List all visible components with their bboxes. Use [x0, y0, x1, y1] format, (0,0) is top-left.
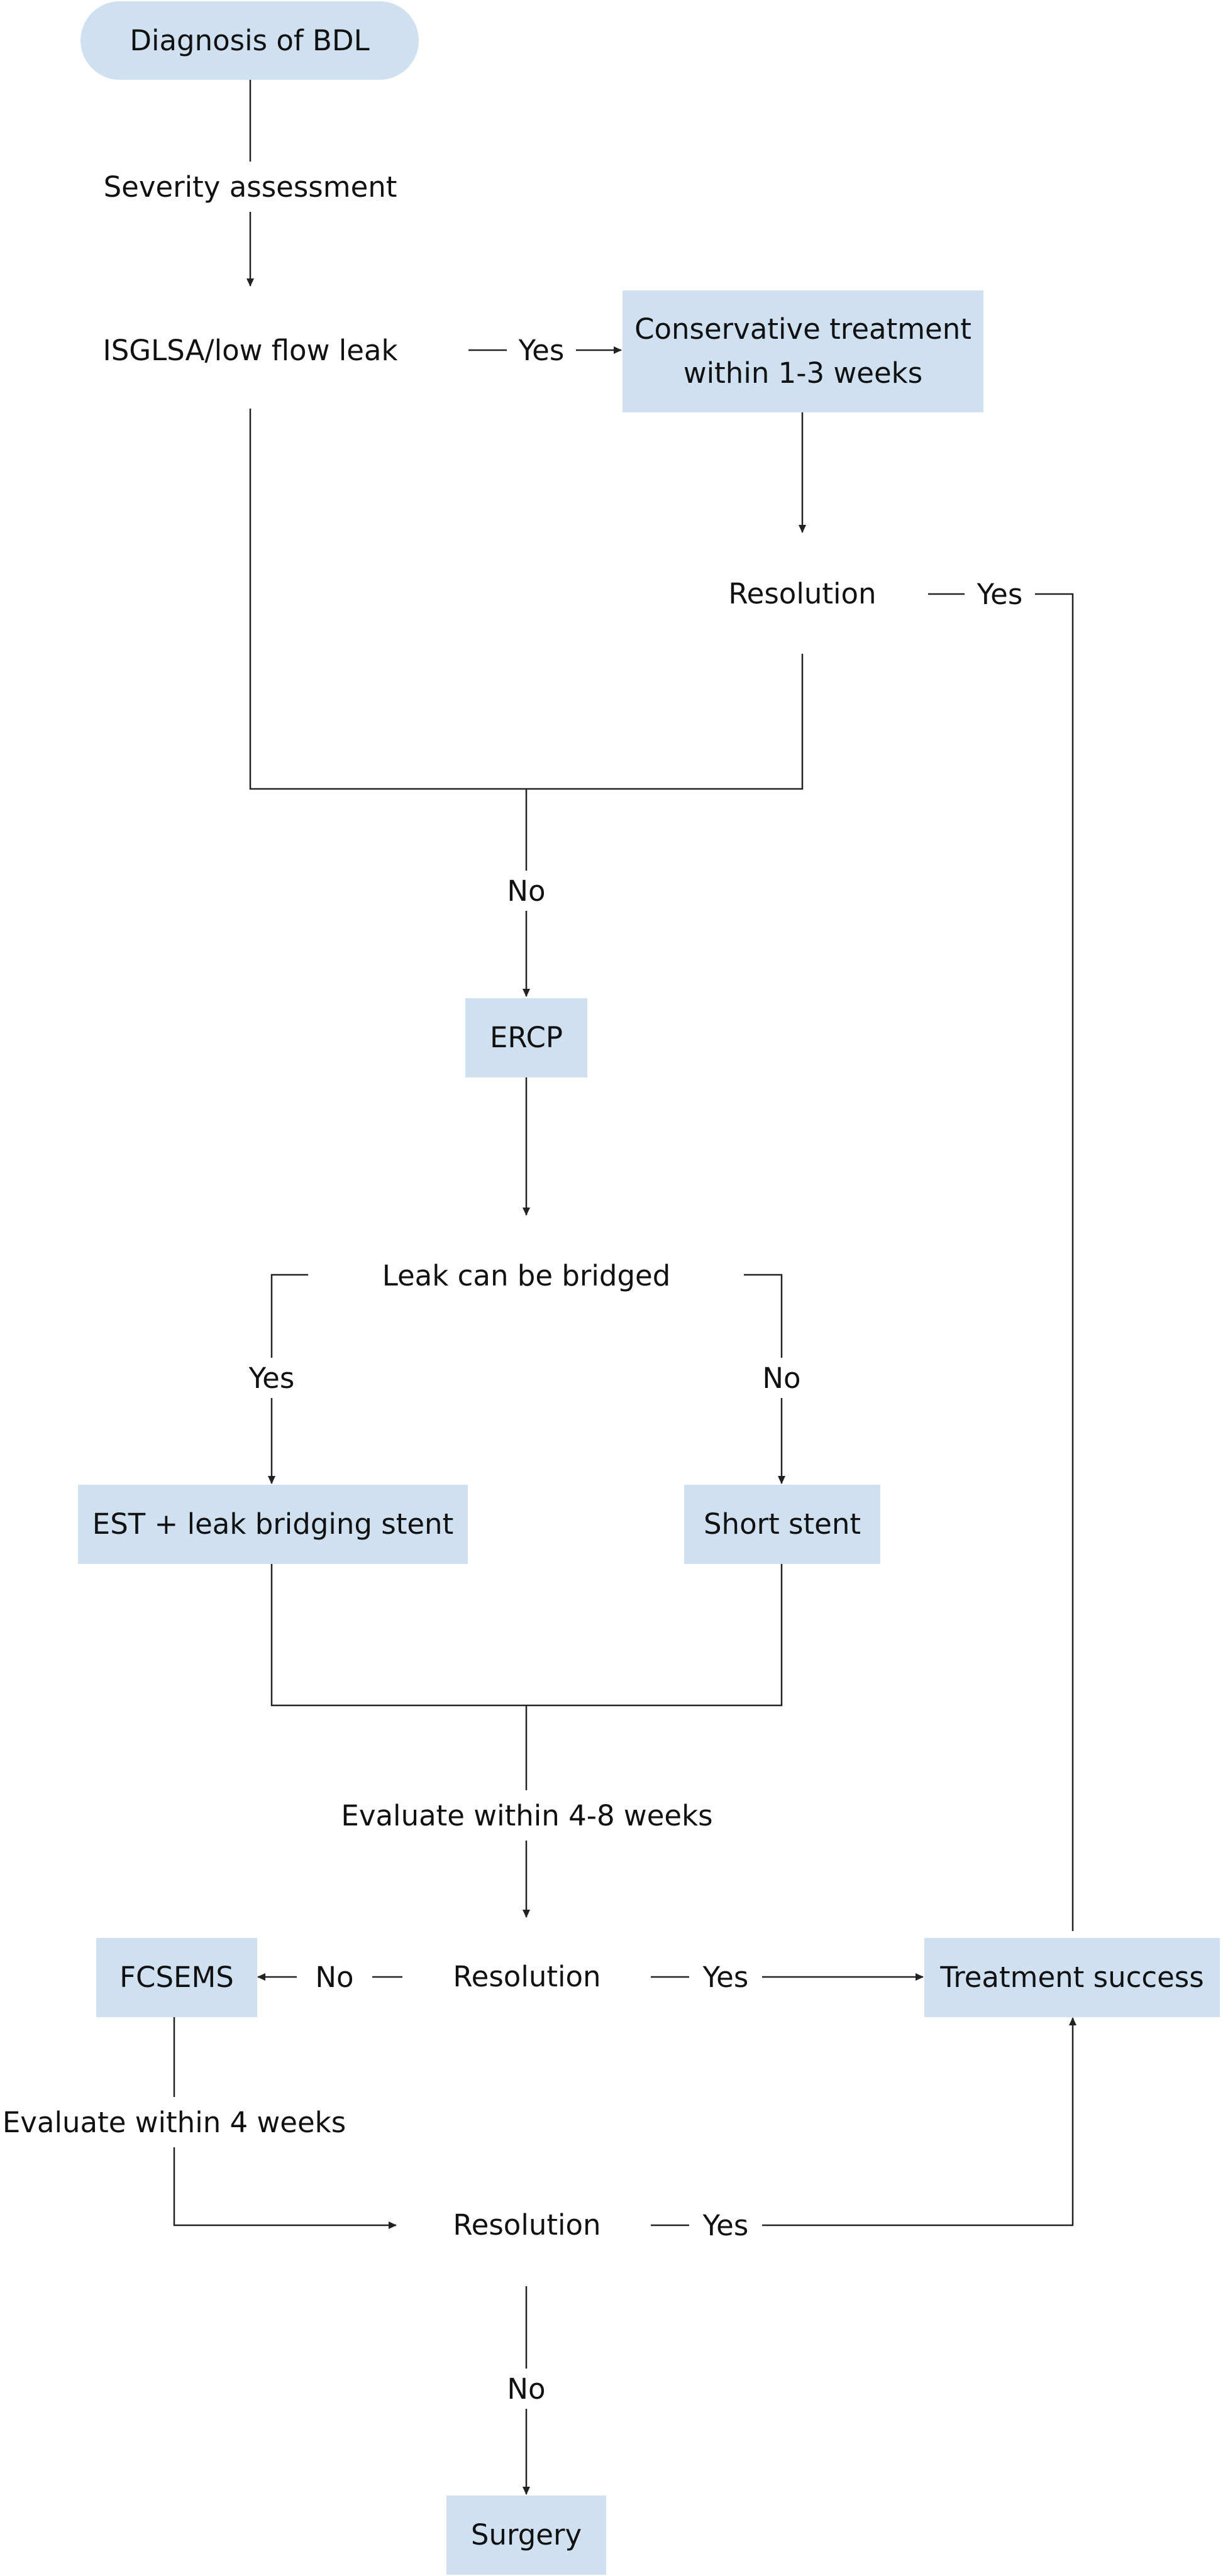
node-short-stent-text: Short stent [703, 1507, 861, 1541]
node-conservative-line1: Conservative treatment [634, 312, 971, 346]
node-ercp: ERCP [465, 998, 587, 1077]
node-resolution-2: Resolution [402, 1917, 651, 2037]
label-yes-bridged: Yes [237, 1358, 306, 1398]
node-est-leak-bridging-stent-text: EST + leak bridging stent [92, 1507, 454, 1541]
label-yes-resolution-1: Yes [965, 574, 1035, 614]
label-no-to-ercp: No [492, 871, 561, 911]
label-yes-resolution-3: Yes [689, 2205, 762, 2245]
node-conservative-line2: within 1-3 weeks [683, 356, 923, 390]
label-no-bridged: No [747, 1358, 816, 1398]
label-severity-assessment: Severity assessment [101, 162, 400, 212]
node-diagnosis: Diagnosis of BDL [80, 1, 419, 80]
node-resolution-1: Resolution [677, 534, 928, 654]
node-resolution-1-text: Resolution [728, 577, 877, 611]
edge-bridged-yes [268, 1274, 308, 1484]
node-leak-can-be-bridged-text: Leak can be bridged [382, 1259, 671, 1293]
edge-resolution3-success [651, 2017, 1076, 2226]
node-isglsa-text: ISGLSA/low flow leak [102, 334, 398, 368]
node-resolution-3-text: Resolution [453, 2208, 601, 2242]
edge-stents-merge [270, 1564, 783, 1707]
label-yes-resolution-2: Yes [689, 1957, 762, 1997]
node-treatment-success: Treatment success [924, 1938, 1220, 2017]
node-surgery: Surgery [446, 2496, 606, 2575]
node-conservative-treatment: Conservative treatment within 1-3 weeks [623, 290, 983, 412]
edge-resolution1-success [928, 593, 1074, 1931]
node-diagnosis-text: Diagnosis of BDL [130, 23, 370, 57]
node-est-leak-bridging-stent: EST + leak bridging stent [78, 1485, 468, 1564]
label-no-resolution-2: No [297, 1957, 372, 1997]
node-fcsems-text: FCSEMS [119, 1961, 234, 1995]
edge-bridged-no [744, 1274, 785, 1484]
node-surgery-text: Surgery [470, 2518, 582, 2552]
label-evaluate-4-weeks: Evaluate within 4 weeks [3, 2097, 346, 2147]
label-yes-isglsa: Yes [507, 330, 576, 370]
node-resolution-3: Resolution [402, 2166, 651, 2285]
node-fcsems: FCSEMS [96, 1938, 257, 2017]
label-evaluate-4-8-weeks: Evaluate within 4-8 weeks [341, 1790, 713, 1841]
node-resolution-2-text: Resolution [453, 1960, 601, 1994]
edge-fcsems-resolution3 [173, 2017, 397, 2229]
node-treatment-success-text: Treatment success [940, 1961, 1204, 1995]
node-ercp-text: ERCP [489, 1021, 563, 1055]
node-leak-can-be-bridged: Leak can be bridged [308, 1216, 744, 1336]
label-no-to-surgery: No [492, 2369, 561, 2409]
node-short-stent: Short stent [684, 1485, 880, 1564]
node-isglsa: ISGLSA/low flow leak [31, 291, 469, 410]
